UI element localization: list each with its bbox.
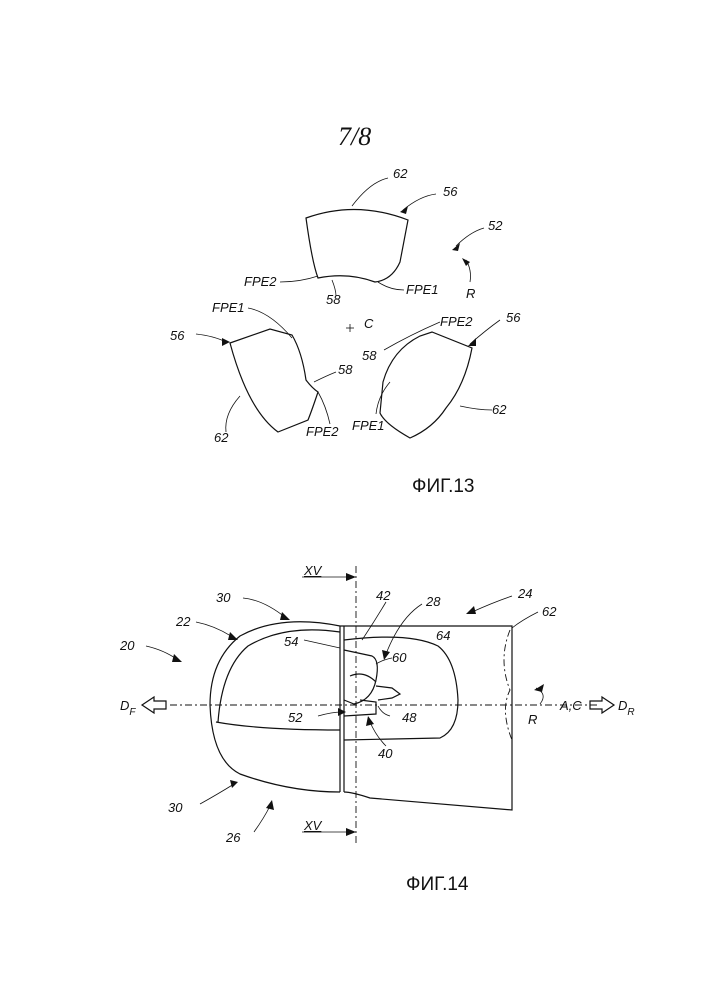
segment-56-left (230, 329, 318, 432)
fig13-label-56-right: 56 (506, 310, 521, 325)
fig14-label-20: 20 (119, 638, 135, 653)
fig14-label-DR: DR (618, 698, 635, 718)
fig13-label-FPE2-left: FPE2 (306, 424, 339, 439)
fig14-label-AC: A,C (559, 698, 582, 713)
fig14-label-64: 64 (436, 628, 450, 643)
fig14-label-30-bottom: 30 (168, 800, 183, 815)
fig13-label-FPE1-top: FPE1 (406, 282, 439, 297)
fig14-label-28: 28 (425, 594, 441, 609)
fig13-label-C: C (364, 316, 374, 331)
fig14-label-60: 60 (392, 650, 407, 665)
fig14-label-52: 52 (288, 710, 303, 725)
fig13-label-R: R (466, 286, 475, 301)
fig14-label-XV-bottom: XV (303, 818, 323, 833)
fig14-label-62: 62 (542, 604, 557, 619)
fig13-label-FPE2-top: FPE2 (244, 274, 277, 289)
fig14-label-XV-top: XV (303, 563, 323, 578)
fig13-label-52: 52 (488, 218, 503, 233)
fig13-label-56-top: 56 (443, 184, 458, 199)
fig13-label-56-left: 56 (170, 328, 185, 343)
fig14-label-26: 26 (225, 830, 241, 845)
fig13-label-FPE1-left: FPE1 (212, 300, 245, 315)
fig14-label-54: 54 (284, 634, 298, 649)
figure-14-caption: ФИГ.14 (406, 874, 468, 896)
segment-56-top (306, 209, 408, 282)
fig13-label-62-left: 62 (214, 430, 229, 445)
fig13-label-62-right: 62 (492, 402, 507, 417)
fig14-label-24: 24 (517, 586, 532, 601)
fig13-label-FPE2-right: FPE2 (440, 314, 473, 329)
fig13-label-62-top: 62 (393, 166, 408, 181)
fig14-label-40: 40 (378, 746, 393, 761)
figure-14-drawing: XV XV 30 22 20 42 28 24 62 54 60 64 DF 5… (119, 563, 635, 846)
fig14-label-22: 22 (175, 614, 191, 629)
fig13-label-FPE1-right: FPE1 (352, 418, 385, 433)
fig13-label-58-right: 58 (362, 348, 377, 363)
fig13-label-58-top: 58 (326, 292, 341, 307)
fig14-label-48: 48 (402, 710, 417, 725)
fig14-label-42: 42 (376, 588, 391, 603)
fig14-label-R: R (528, 712, 537, 727)
fig14-label-30-top: 30 (216, 590, 231, 605)
fig13-label-58-left: 58 (338, 362, 353, 377)
figure-13-caption: ФИГ.13 (412, 476, 474, 498)
segment-56-right (380, 332, 472, 438)
fig14-label-DF: DF (120, 698, 136, 718)
